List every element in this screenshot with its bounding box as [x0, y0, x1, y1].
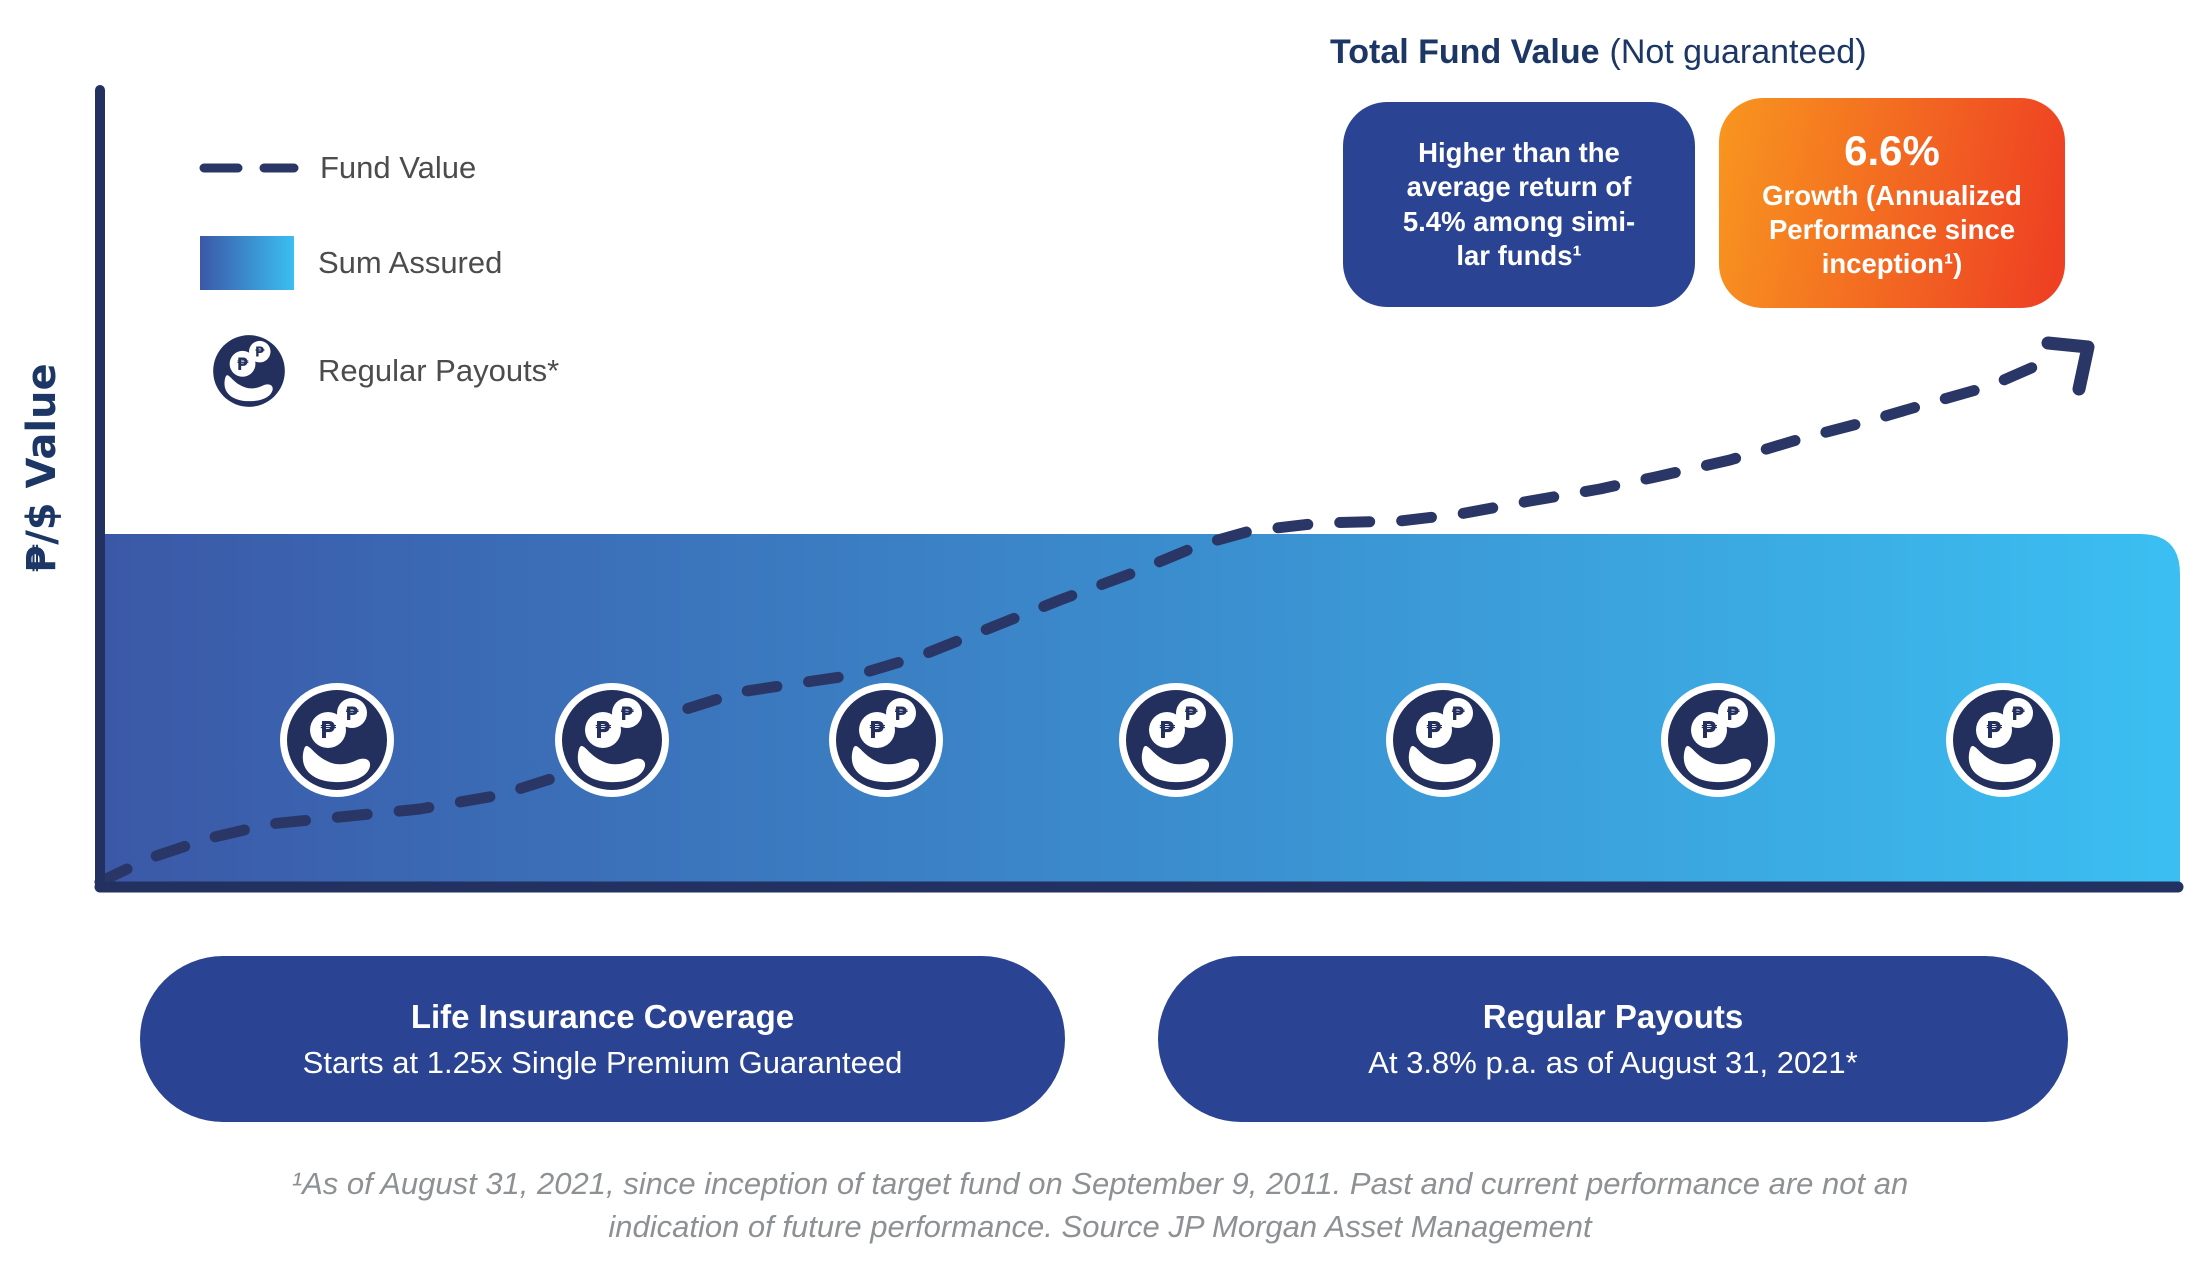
footnote-line: ¹As of August 31, 2021, since inception …: [291, 1166, 1909, 1201]
fund-value-arrowhead: [2041, 336, 2095, 396]
payout-icon: [1946, 683, 2060, 797]
pill-title: Regular Payouts: [1482, 997, 1744, 1035]
chart-title-suffix: (Not guaranteed): [1609, 33, 1867, 71]
badge-line: lar funds¹: [1456, 239, 1582, 271]
badge-line: 5.4% among simi-: [1402, 205, 1636, 237]
y-axis-label: ₱/$ Value: [19, 363, 65, 573]
dashed-line-icon: [199, 163, 299, 173]
regular-payouts-pill: Regular Payouts At 3.8% p.a. as of Augus…: [1158, 956, 2068, 1122]
payout-icon: [1661, 683, 1775, 797]
legend-item-fund-value: Fund Value: [196, 150, 476, 186]
legend-label-regular-payouts: Regular Payouts*: [318, 353, 560, 388]
badge-line: Performance since: [1768, 213, 2016, 245]
payout-icon: [280, 683, 394, 797]
badge-line: average return of: [1406, 171, 1632, 203]
badge-line: Higher than the: [1418, 137, 1620, 169]
legend-label-fund-value: Fund Value: [320, 150, 477, 185]
payout-icon: [1386, 683, 1500, 797]
legend-item-regular-payouts: Regular Payouts*: [206, 328, 559, 414]
payout-coins-icon: [208, 330, 290, 412]
growth-badge: 6.6% Growth (Annualized Performance sinc…: [1719, 98, 2065, 308]
pill-subtitle: At 3.8% p.a. as of August 31, 2021*: [1368, 1044, 1858, 1080]
life-insurance-pill: Life Insurance Coverage Starts at 1.25x …: [140, 956, 1065, 1122]
fund-value-line: [94, 356, 2051, 888]
legend-item-sum-assured: Sum Assured: [200, 236, 502, 290]
chart-title: Total Fund Value(Not guaranteed): [1330, 33, 1867, 72]
badge-line: Growth (Annualized: [1762, 179, 2022, 211]
payout-icon: [555, 683, 669, 797]
footnote-line: indication of future performance. Source…: [608, 1208, 1592, 1244]
growth-value: 6.6%: [1844, 126, 1940, 174]
payout-icon: [829, 683, 943, 797]
pill-title: Life Insurance Coverage: [410, 997, 795, 1035]
payout-icon: [1119, 683, 1233, 797]
footnote: ¹As of August 31, 2021, since inception …: [0, 1163, 2200, 1249]
pill-subtitle: Starts at 1.25x Single Premium Guarantee…: [302, 1044, 903, 1080]
gradient-swatch-icon: [200, 236, 294, 290]
chart-title-main: Total Fund Value: [1330, 33, 1600, 71]
average-return-badge: Higher than the average return of 5.4% a…: [1343, 102, 1695, 307]
legend-label-sum-assured: Sum Assured: [318, 245, 503, 280]
badge-line: inception¹): [1821, 248, 1963, 280]
